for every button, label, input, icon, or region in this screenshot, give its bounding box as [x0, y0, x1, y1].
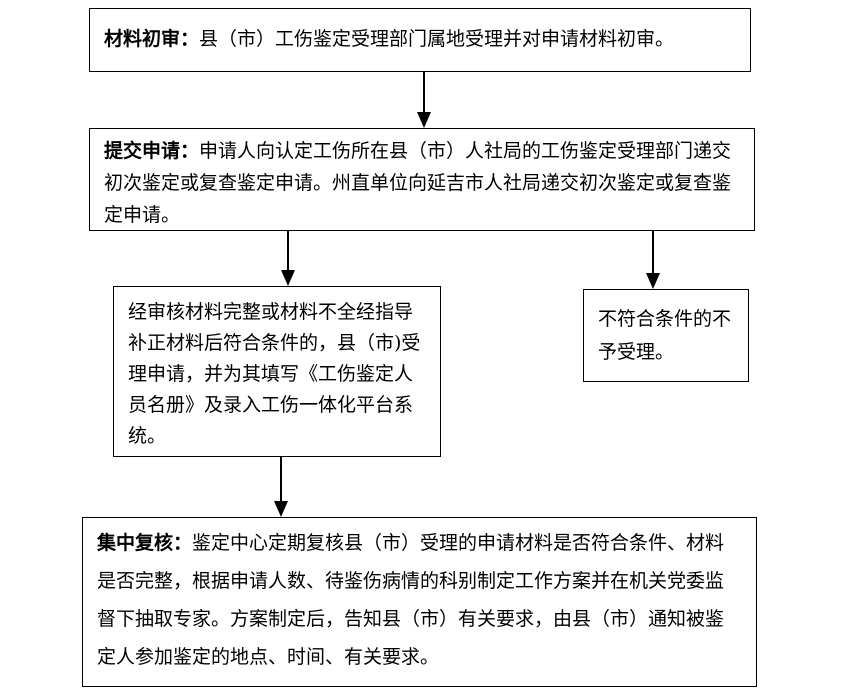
step-reject-application-text: 不符合条件的不予受理。 [598, 308, 732, 363]
step-submit-application-text: 申请人向认定工伤所在县（市）人社局的工伤鉴定受理部门递交初次鉴定或复查鉴定申请。… [104, 140, 732, 226]
step-central-review-title: 集中复核： [97, 532, 193, 554]
step-central-review-text: 鉴定中心定期复核县（市）受理的申请材料是否符合条件、材料是否完整，根据申请人数、… [97, 532, 725, 668]
step-central-review-box: 集中复核：鉴定中心定期复核县（市）受理的申请材料是否符合条件、材料是否完整，根据… [82, 517, 757, 687]
step-initial-review-text: 县（市）工伤鉴定受理部门属地受理并对申请材料初审。 [199, 28, 675, 50]
arrow-down-icon [646, 231, 660, 289]
step-initial-review-title: 材料初审： [104, 28, 200, 50]
step-submit-application-box: 提交申请：申请人向认定工伤所在县（市）人社局的工伤鉴定受理部门递交初次鉴定或复查… [89, 128, 755, 231]
step-initial-review-box: 材料初审：县（市）工伤鉴定受理部门属地受理并对申请材料初审。 [89, 8, 751, 72]
arrow-down-icon [281, 231, 295, 286]
arrow-down-icon [417, 72, 431, 128]
step-accept-application-box: 经审核材料完整或材料不全经指导补正材料后符合条件的，县（市)受理申请，并为其填写… [113, 286, 441, 457]
step-accept-application-text: 经审核材料完整或材料不全经指导补正材料后符合条件的，县（市)受理申请，并为其填写… [128, 301, 421, 447]
arrow-down-icon [274, 457, 288, 517]
step-reject-application-box: 不符合条件的不予受理。 [583, 289, 749, 382]
step-submit-application-title: 提交申请： [104, 140, 200, 162]
